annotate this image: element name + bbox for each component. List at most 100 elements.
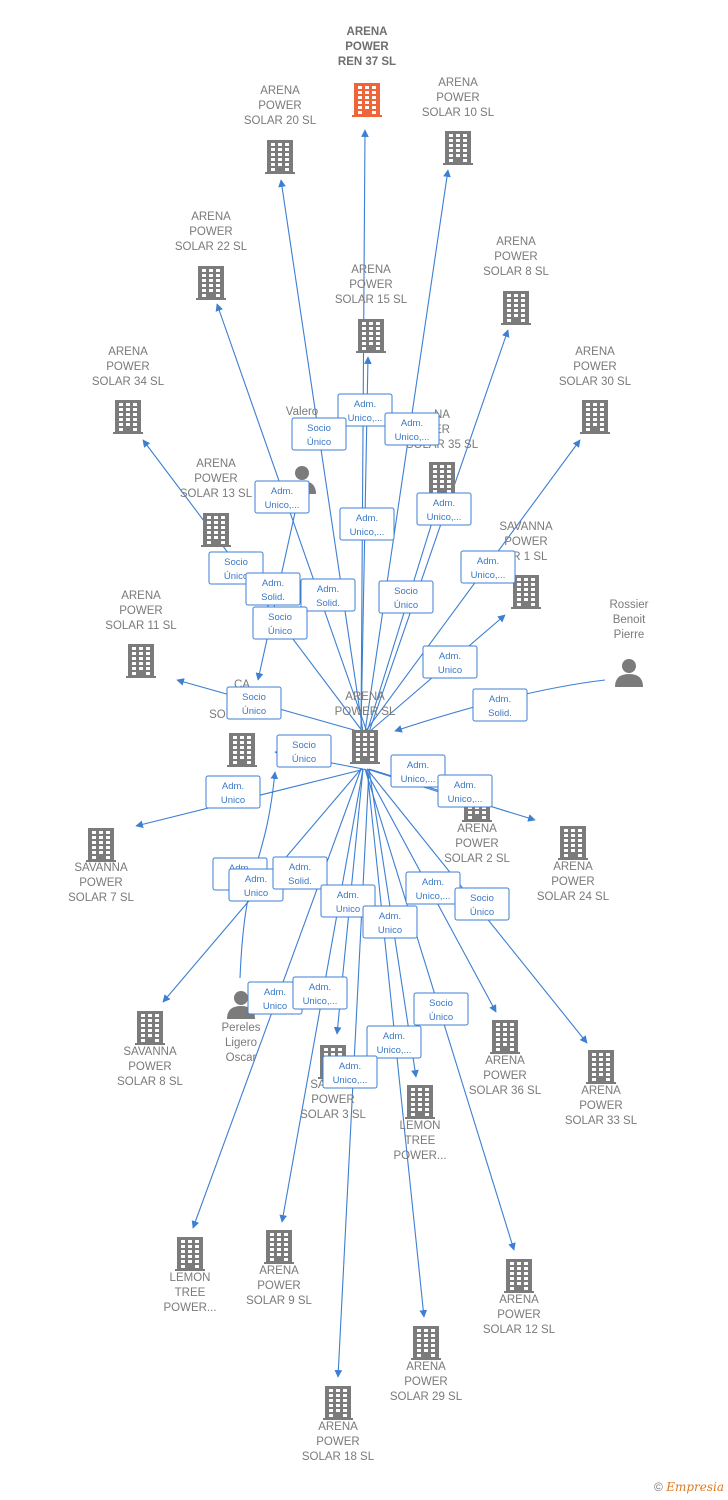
edge-label-badge[interactable]: Adm.Solid. <box>300 578 356 612</box>
node-label: ARENA <box>108 346 148 358</box>
edge-arena-power-sl-to-ren37 <box>360 129 369 733</box>
node-label: ARENA <box>260 85 300 97</box>
node-label: POWER <box>483 1070 526 1082</box>
edge-label-badge[interactable]: Adm. Unico <box>320 884 376 918</box>
node-label: POWER <box>316 1436 359 1448</box>
edge-arena-power-sl-to-solar20 <box>278 179 364 733</box>
edge-label-badge[interactable]: Adm.Unico,... <box>339 507 395 541</box>
building-icon <box>113 400 143 434</box>
node-solar34[interactable]: ARENA POWER SOLAR 34 SL <box>92 346 165 434</box>
node-label: LEMON <box>170 1272 211 1284</box>
edge-label-text: Unico,... <box>348 413 383 424</box>
edge-label-badge[interactable]: Adm.Solid. <box>245 572 301 606</box>
building-icon <box>350 730 380 764</box>
edge-label-badge[interactable]: Adm.Unico,... <box>322 1055 378 1089</box>
edge-label-badge[interactable]: Adm.Unico,... <box>437 774 493 808</box>
node-label: SOLAR 22 SL <box>175 241 248 253</box>
node-label: SOLAR 8 SL <box>483 266 549 278</box>
edge-label-text: Unico <box>336 904 360 915</box>
edge-label-text: Adm. <box>433 498 455 509</box>
node-label: POWER <box>455 838 498 850</box>
edge-label-badge[interactable]: Adm.Unico <box>247 981 303 1015</box>
edge-label-badge[interactable]: Adm.Solid. <box>272 856 328 890</box>
edge-arena-power-sl-to-solar30 <box>364 439 581 733</box>
edge-label-badge[interactable]: Adm. Unico,... <box>460 550 516 584</box>
edge-label-badge[interactable]: Adm.Unico,... <box>390 754 446 788</box>
edge-label-badge[interactable]: Adm. Unico,... <box>416 492 472 526</box>
node-lemon2[interactable]: LEMONTREEPOWER... <box>163 1237 217 1314</box>
building-icon <box>227 733 257 767</box>
node-label: ARENA <box>406 1361 446 1373</box>
edge-label-badge[interactable]: Adm.Unico,... <box>384 412 440 446</box>
node-label: POWER <box>436 92 479 104</box>
brand-logo[interactable]: Empresia <box>666 1480 724 1494</box>
node-label: POWER <box>551 876 594 888</box>
node-label: ARENA <box>485 1055 525 1067</box>
edge-label-text: Unico,... <box>471 570 506 581</box>
edge-label-text: Adm. <box>271 486 293 497</box>
edge-label-text: Unico,... <box>427 512 462 523</box>
node-label: SOLAR 20 SL <box>244 115 317 127</box>
edge-label-badge[interactable]: Adm.Unico,... <box>254 480 310 514</box>
node-label: POWER <box>106 361 149 373</box>
node-label: POWER <box>128 1061 171 1073</box>
node-label: ARENA <box>575 346 615 358</box>
edge-label-badge[interactable]: Adm.Solid. <box>472 688 528 722</box>
building-icon <box>201 513 231 547</box>
node-label: SOLAR 34 SL <box>92 376 165 388</box>
edge-label-badge[interactable]: Adm.Unico,... <box>292 976 348 1010</box>
edge-label-badge[interactable]: Adm.Unico <box>362 905 418 939</box>
node-label: SOLAR 3 SL <box>300 1109 366 1121</box>
edge-labels-layer: Adm.Unico,...SocioÚnicoAdm.Unico,...Adm.… <box>205 393 528 1089</box>
node-label: POWER <box>257 1280 300 1292</box>
edge-label-text: Socio <box>242 692 266 703</box>
building-icon <box>405 1085 435 1119</box>
building-icon <box>175 1237 205 1271</box>
edge-label-badge[interactable]: Adm.Unico <box>422 645 478 679</box>
node-label: POWER... <box>393 1150 446 1162</box>
node-label: Valero <box>286 406 318 418</box>
edge-label-text: Adm. <box>477 556 499 567</box>
edge-label-badge[interactable]: Adm.Unico,... <box>405 871 461 905</box>
edge-label-text: Adm. <box>337 890 359 901</box>
edge-label-badge[interactable]: Adm.Unico,... <box>337 393 393 427</box>
edge-arena-power-sl-to-solar10 <box>364 169 451 733</box>
node-lemon1[interactable]: LEMONTREEPOWER... <box>393 1085 447 1162</box>
node-label: Pereles <box>222 1022 261 1034</box>
edge-label-text: Socio <box>394 586 418 597</box>
edge-label-text: Único <box>268 626 292 637</box>
edge-label-badge[interactable]: Adm.Unico <box>205 775 261 809</box>
node-label: ARENA <box>581 1085 621 1097</box>
building-icon <box>352 83 382 117</box>
node-label: SOLAR 29 SL <box>390 1391 463 1403</box>
edge-label-badge[interactable]: Adm.Unico,... <box>366 1025 422 1059</box>
node-label: POWER <box>79 877 122 889</box>
